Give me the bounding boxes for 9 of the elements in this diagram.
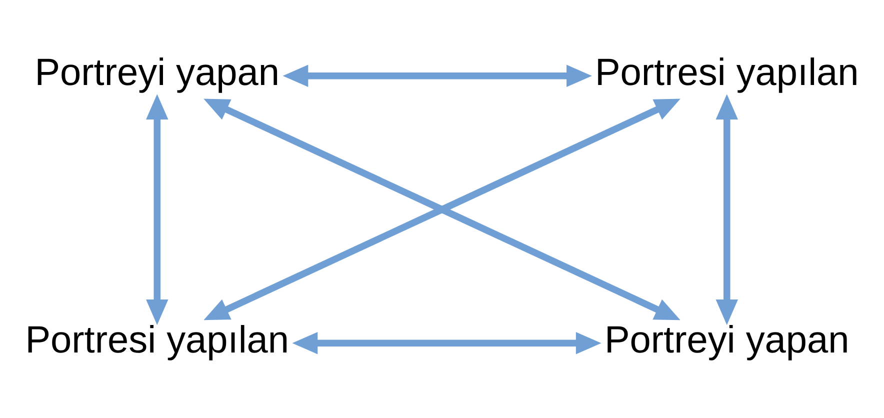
arrow (292, 332, 602, 354)
node-text: Portreyi yapan (34, 52, 280, 94)
node-text: Portresi yapılan (594, 52, 859, 94)
arrow (282, 64, 592, 86)
arrow (204, 98, 680, 320)
arrow (716, 94, 738, 324)
node-text: Portresi yapılan (25, 318, 290, 361)
node-text: Portreyi yapan (604, 318, 850, 361)
arrow (146, 94, 168, 324)
